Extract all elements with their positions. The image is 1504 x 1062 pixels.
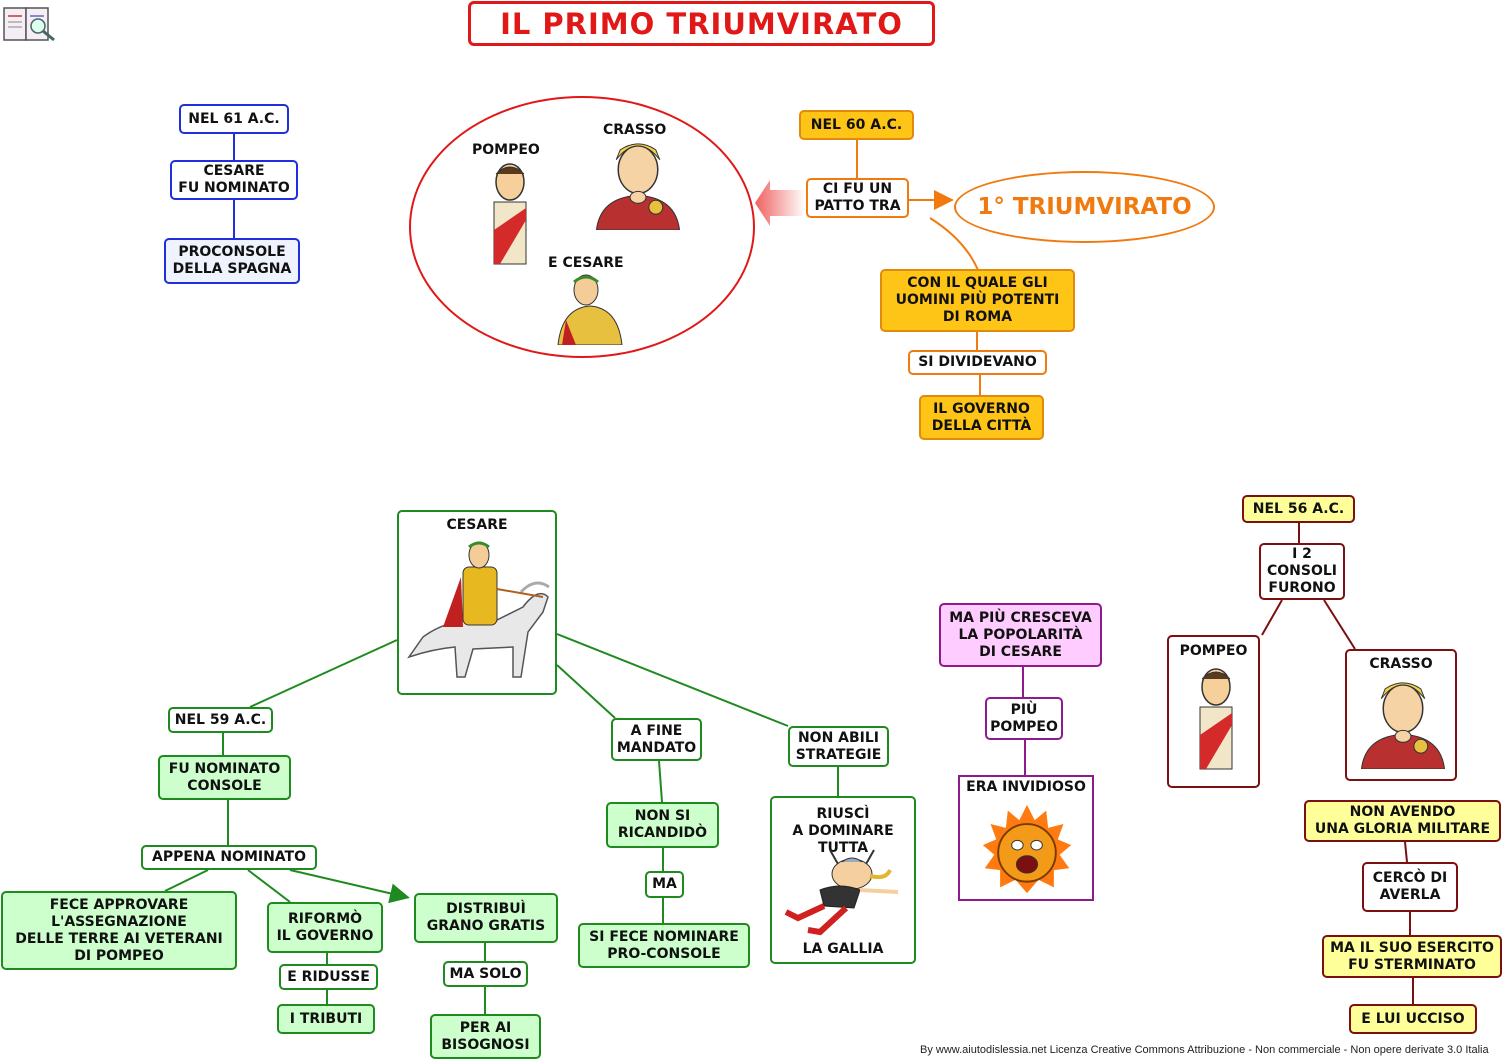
ma-node[interactable]: MA <box>645 871 684 898</box>
more-pompeo-node[interactable]: PIÙ POMPEO <box>985 697 1063 740</box>
gaul-label: LA GALLIA <box>802 941 884 957</box>
pompeo-figure-icon <box>493 163 527 265</box>
connector <box>658 760 663 803</box>
pompeo-card-label: POMPEO <box>1179 643 1248 659</box>
reformed-government-node[interactable]: RIFORMÒ IL GOVERNO <box>267 902 383 953</box>
crasso-figure-icon <box>1360 682 1446 769</box>
asterix-running-icon <box>784 849 899 936</box>
page-title: IL PRIMO TRIUMVIRATO <box>468 1 935 46</box>
license-footer: By www.aiutodislessia.net Licenza Creati… <box>920 1044 1489 1056</box>
popularity-node[interactable]: MA PIÙ CRESCEVA LA POPOLARITÀ DI CESARE <box>939 603 1102 667</box>
pompeo-card[interactable]: POMPEO <box>1167 635 1260 788</box>
proconsul-node[interactable]: SI FECE NOMINARE PRO-CONSOLE <box>578 923 750 968</box>
pompeo-figure-icon <box>1199 668 1233 770</box>
reduced-node[interactable]: E RIDUSSE <box>279 964 378 990</box>
connector <box>929 217 979 271</box>
free-grain-node[interactable]: DISTRIBUÌ GRANO GRATIS <box>414 893 558 943</box>
proconsul-spain-node[interactable]: PROCONSOLE DELLA SPAGNA <box>164 238 300 284</box>
killed-node[interactable]: E LUI UCCISO <box>1349 1004 1477 1034</box>
envious-label: ERA INVIDIOSO <box>966 779 1086 795</box>
big-arrow-icon <box>755 180 805 226</box>
cesare-label: E CESARE <box>548 255 624 271</box>
powerful-men-node[interactable]: CON IL QUALE GLI UOMINI PIÙ POTENTI DI R… <box>880 269 1075 332</box>
connector <box>1404 841 1408 863</box>
first-triumvirate-node[interactable]: 1° TRIUMVIRATO <box>954 171 1215 243</box>
sought-node[interactable]: CERCÒ DI AVERLA <box>1362 862 1458 912</box>
crasso-label: CRASSO <box>603 122 667 138</box>
envious-card[interactable]: ERA INVIDIOSO <box>958 775 1094 901</box>
cesare-card[interactable]: CESARE <box>397 510 557 695</box>
cesare-figure-icon <box>557 274 623 345</box>
connector <box>556 664 616 719</box>
land-veterans-node[interactable]: FECE APPROVARE L'ASSEGNAZIONE DELLE TERR… <box>1 891 237 970</box>
not-reelected-node[interactable]: NON SI RICANDIDÒ <box>606 802 719 848</box>
crasso-card[interactable]: CRASSO <box>1345 649 1457 781</box>
army-exterminated-node[interactable]: MA IL SUO ESERCITO FU STERMINATO <box>1322 935 1502 978</box>
caesar-named-node[interactable]: CESARE FU NOMINATO <box>170 160 298 200</box>
connector <box>249 639 398 708</box>
angry-face-icon <box>982 804 1072 894</box>
only-node[interactable]: MA SOLO <box>443 961 528 987</box>
strategies-node[interactable]: NON ABILI STRATEGIE <box>788 726 889 767</box>
pompeo-label: POMPEO <box>472 142 540 158</box>
two-consuls-node[interactable]: I 2 CONSOLI FURONO <box>1259 543 1345 600</box>
crasso-card-label: CRASSO <box>1369 656 1433 672</box>
connector <box>247 869 291 903</box>
caesar-on-horse-icon <box>407 541 550 678</box>
year-60-node[interactable]: NEL 60 A.C. <box>799 110 914 140</box>
connector <box>289 869 410 904</box>
divided-node[interactable]: SI DIVIDEVANO <box>908 350 1047 375</box>
connector <box>556 633 789 727</box>
book-logo-icon[interactable] <box>2 2 58 44</box>
cesare-card-title: CESARE <box>446 517 508 533</box>
connector <box>164 869 209 892</box>
year-56-node[interactable]: NEL 56 A.C. <box>1242 495 1355 523</box>
year-61-node[interactable]: NEL 61 A.C. <box>179 104 289 134</box>
connector <box>1323 599 1356 650</box>
consul-node[interactable]: FU NOMINATO CONSOLE <box>158 755 291 800</box>
tributes-node[interactable]: I TRIBUTI <box>277 1004 375 1034</box>
triumvirs-circle <box>409 96 755 358</box>
gaul-card[interactable]: RIUSCÌ A DOMINARE TUTTA LA GALLIA <box>770 796 916 964</box>
year-59-node[interactable]: NEL 59 A.C. <box>168 707 273 733</box>
pact-node[interactable]: CI FU UN PATTO TRA <box>806 178 909 218</box>
end-mandate-node[interactable]: A FINE MANDATO <box>611 718 702 761</box>
government-node[interactable]: IL GOVERNO DELLA CITTÀ <box>919 395 1044 440</box>
no-glory-node[interactable]: NON AVENDO UNA GLORIA MILITARE <box>1304 800 1501 842</box>
connector <box>1261 599 1283 636</box>
needy-node[interactable]: PER AI BISOGNOSI <box>430 1014 541 1059</box>
crasso-figure-icon <box>595 143 681 230</box>
just-named-node[interactable]: APPENA NOMINATO <box>141 845 317 870</box>
